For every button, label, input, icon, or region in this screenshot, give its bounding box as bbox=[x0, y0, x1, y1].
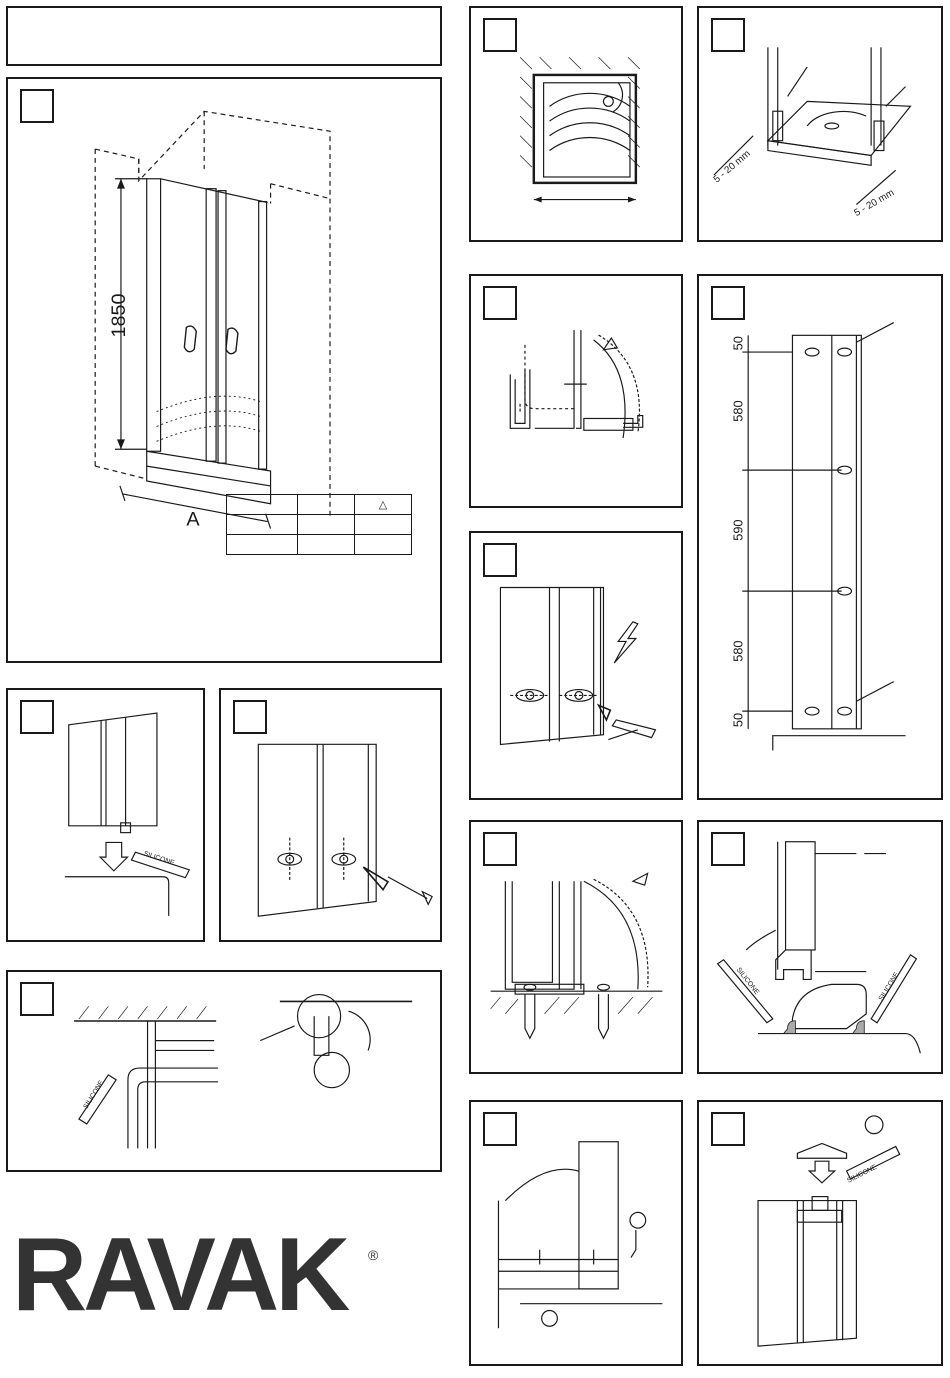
table-row: △ bbox=[227, 495, 412, 515]
spec-table: △ bbox=[226, 494, 412, 555]
tray-top-view-panel bbox=[469, 6, 683, 242]
step-number-box bbox=[711, 18, 745, 52]
height-dimension-label: 1850 bbox=[108, 293, 130, 337]
table-cell bbox=[355, 515, 412, 535]
profile-attach-panel bbox=[469, 274, 683, 508]
drilling-panel bbox=[469, 531, 683, 800]
step-number-box bbox=[483, 1112, 517, 1146]
hole-spacing-panel: 50 580 590 580 50 bbox=[697, 274, 943, 800]
profile-section-panel bbox=[469, 820, 683, 1074]
silicone-label: SILICONE bbox=[735, 967, 761, 997]
step-number-box bbox=[483, 832, 517, 866]
silicone-base-panel: SILICONE bbox=[6, 688, 205, 942]
step-number-box bbox=[20, 982, 54, 1016]
table-cell bbox=[227, 495, 298, 515]
registered-mark: ® bbox=[368, 1247, 379, 1263]
overview-drawing: 1850 A bbox=[8, 79, 440, 661]
ravak-logo: RAVAK ® bbox=[8, 1218, 388, 1328]
wall-seal-drawing: SILICONE bbox=[8, 972, 440, 1170]
table-row bbox=[227, 515, 412, 535]
step-number-box bbox=[483, 18, 517, 52]
table-cell bbox=[298, 535, 355, 555]
width-dimension-label: A bbox=[186, 509, 200, 531]
clearance-panel: 5 - 20 mm 5 - 20 mm bbox=[697, 6, 943, 242]
table-row bbox=[227, 535, 412, 555]
step-number-box bbox=[20, 700, 54, 734]
step-number-box bbox=[711, 286, 745, 320]
wall-seal-panel: SILICONE bbox=[6, 970, 442, 1172]
clearance-right-label: 5 - 20 mm bbox=[852, 187, 896, 219]
hole-spacing-drawing: 50 580 590 580 50 bbox=[699, 276, 941, 798]
step-number-box bbox=[233, 700, 267, 734]
spacing-lower-span: 580 bbox=[730, 640, 745, 661]
gasket-detail-panel: SILICONE SILICONE bbox=[697, 820, 943, 1074]
step-number-box bbox=[711, 832, 745, 866]
overview-panel: 1850 A bbox=[6, 77, 442, 663]
screw-fixing-panel bbox=[219, 688, 442, 942]
spacing-middle-span: 590 bbox=[730, 519, 745, 540]
spacing-top-gap: 50 bbox=[730, 336, 745, 350]
table-cell: △ bbox=[355, 495, 412, 515]
step-number-box bbox=[711, 1112, 745, 1146]
table-cell bbox=[227, 515, 298, 535]
title-box bbox=[6, 6, 442, 66]
silicone-label: SILICONE bbox=[846, 1164, 878, 1185]
silicone-label: SILICONE bbox=[143, 850, 176, 867]
step-number-box bbox=[483, 543, 517, 577]
step-number-box bbox=[483, 286, 517, 320]
table-cell bbox=[355, 535, 412, 555]
spacing-upper-span: 580 bbox=[730, 400, 745, 421]
cap-panel: SILICONE bbox=[697, 1100, 943, 1366]
silicone-label: SILICONE bbox=[83, 1079, 106, 1110]
clearance-left-label: 5 - 20 mm bbox=[712, 148, 753, 185]
table-cell bbox=[227, 535, 298, 555]
table-cell bbox=[298, 495, 355, 515]
silicone-label: SILICONE bbox=[878, 971, 901, 1002]
table-cell bbox=[298, 515, 355, 535]
step-number-box bbox=[20, 89, 54, 123]
spacing-bottom-gap: 50 bbox=[730, 713, 745, 727]
brand-name: RAVAK bbox=[12, 1218, 350, 1328]
drain-panel bbox=[469, 1100, 683, 1366]
